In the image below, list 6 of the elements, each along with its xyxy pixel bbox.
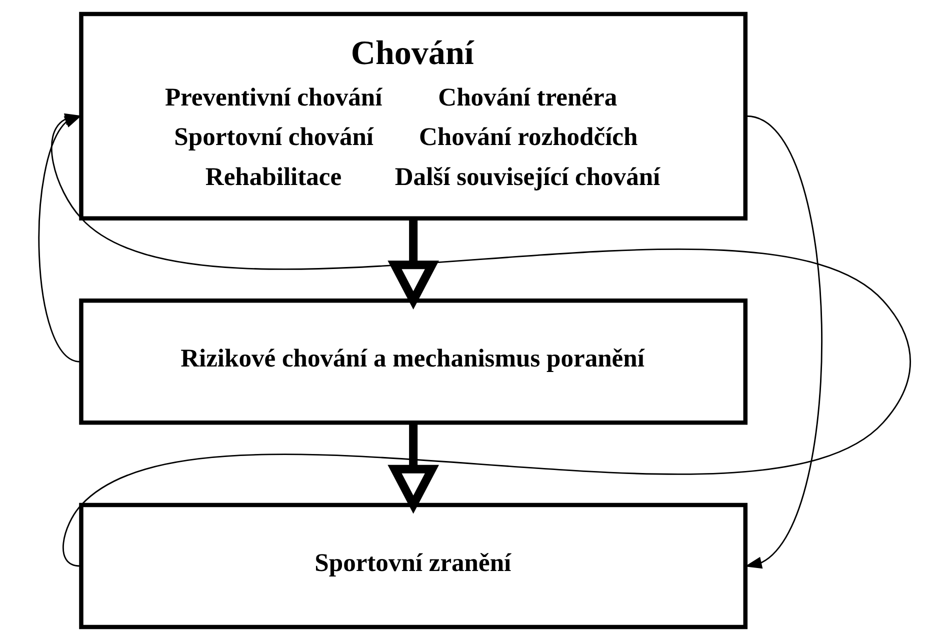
node-box: Rizikové chování a mechanismus poranění [79, 298, 748, 425]
node-box: Sportovní zranění [79, 502, 748, 630]
node-box: Chování Preventivní chování Chování trenéra Sportovní chování Chování rozhodčích Rehabilitace Další související chování [79, 12, 748, 220]
arrow [388, 218, 439, 310]
arrow [388, 423, 439, 514]
arrow [744, 115, 822, 569]
